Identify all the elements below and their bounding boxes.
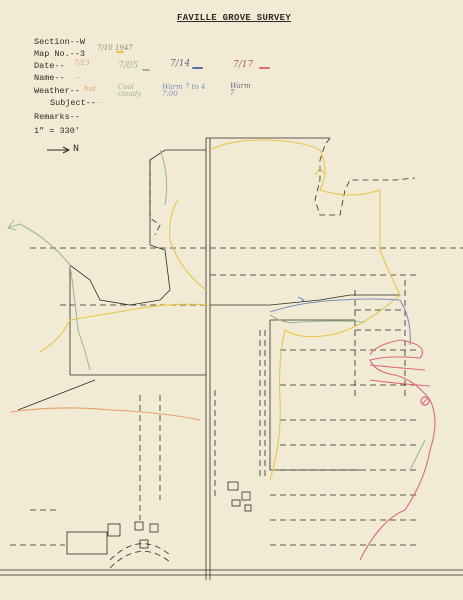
name-note: ... [74, 72, 81, 80]
weather-note-4: Warm 7 [230, 82, 251, 97]
name-field: Name-- [34, 73, 65, 83]
weather-note-2: Cool cloudy [118, 83, 142, 98]
survey-title: FAVILLE GROVE SURVEY [177, 13, 292, 23]
weather-note-1: hot [84, 85, 96, 93]
weather-field: Weather-- [34, 86, 80, 96]
subject-note: ... [95, 97, 102, 105]
yellow-swatch [116, 51, 124, 53]
remarks-field: Remarks-- [34, 112, 80, 122]
map-roads [0, 137, 463, 580]
circle-marker-icon [420, 396, 430, 406]
north-label: N [73, 144, 80, 155]
map-dashed-boundaries [10, 137, 463, 569]
route-arrowheads [7, 167, 326, 304]
map-no-note: 7/10 1947 [97, 44, 133, 52]
date-field: Date-- [34, 61, 65, 71]
map-routes [7, 139, 436, 561]
date-note-1: 7/13 [74, 59, 90, 67]
date-note-4: 7/17 [233, 60, 254, 70]
weather-note-3: Warm 7 to 4 7:00 [162, 83, 206, 98]
date-note-3: 7/14 [170, 59, 191, 69]
green-swatch [142, 69, 150, 71]
map-no-field: Map No.--3 [34, 49, 86, 59]
scale-field: 1" = 330' [34, 126, 80, 136]
red-swatch [259, 67, 270, 69]
subject-field: Subject-- [50, 98, 96, 108]
section-field: Section--W [34, 37, 86, 47]
date-note-2: 7/05 [118, 61, 139, 71]
blue-swatch [192, 67, 203, 69]
